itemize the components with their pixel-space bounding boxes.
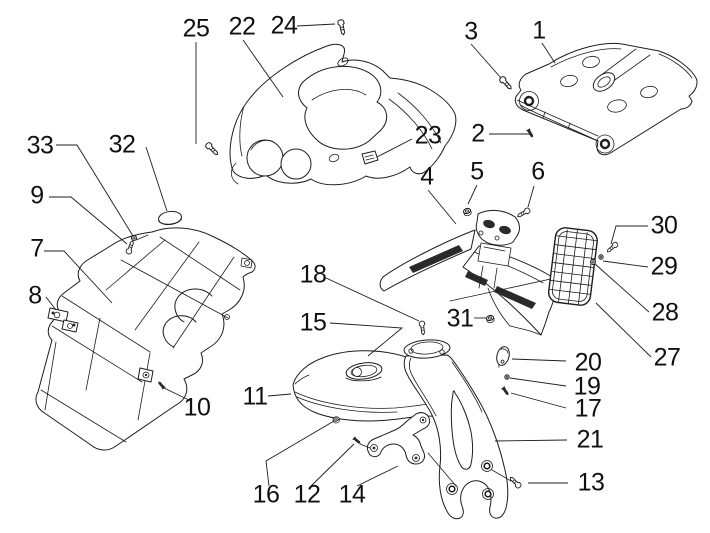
callout-7: 7	[30, 234, 44, 263]
leader-line-10	[161, 386, 192, 402]
part-bracket-8	[47, 307, 79, 333]
part-round-cap	[158, 210, 182, 226]
leader-line-8	[45, 296, 57, 311]
leader-line-22	[242, 39, 284, 98]
leader-line-19	[509, 377, 567, 387]
callout-11: 11	[242, 382, 268, 411]
leader-line-20	[511, 358, 567, 362]
leader-line-1	[541, 42, 556, 64]
leader-line-5	[467, 184, 478, 205]
callout-13: 13	[577, 468, 605, 497]
leader-line-32	[145, 146, 168, 212]
part-front-top-cover	[514, 42, 698, 156]
callout-31: 31	[446, 304, 474, 333]
part-support-bracket	[359, 412, 457, 487]
callout-2: 2	[471, 119, 485, 148]
callout-23: 23	[414, 121, 442, 150]
leader-line-28	[594, 263, 650, 313]
part-grille	[547, 227, 598, 306]
leader-line-23	[376, 138, 413, 158]
leader-line-14	[356, 465, 399, 487]
part-front-spoiler	[379, 209, 593, 336]
callout-4: 4	[420, 162, 434, 191]
callout-33: 33	[26, 131, 54, 160]
leader-line-11	[267, 393, 292, 397]
leader-line-18	[325, 277, 420, 322]
callout-6: 6	[531, 157, 545, 186]
leader-line-29	[602, 260, 649, 268]
leader-line-6	[527, 185, 535, 208]
leader-line-30	[610, 225, 648, 245]
callout-18: 18	[299, 260, 327, 289]
callout-15: 15	[299, 308, 327, 337]
screw-12-line	[359, 443, 371, 449]
callout-28: 28	[651, 298, 679, 327]
leader-line-9	[49, 196, 128, 245]
callout-5: 5	[470, 157, 484, 186]
leader-line-27	[595, 302, 652, 358]
part-handlebar-cover	[229, 43, 457, 186]
callout-20: 20	[574, 348, 602, 377]
callout-1: 1	[532, 16, 546, 45]
clip-fastener	[361, 150, 379, 165]
leader-line-33	[56, 144, 134, 237]
callout-22: 22	[228, 12, 256, 41]
callout-3: 3	[464, 17, 478, 46]
leader-line-16	[265, 420, 335, 487]
callout-25: 25	[182, 14, 210, 43]
callout-19: 19	[573, 372, 601, 401]
callout-16: 16	[252, 480, 280, 509]
leader-line-4	[427, 189, 457, 225]
leader-line-12	[310, 443, 355, 487]
bracket-mount-line	[427, 452, 457, 487]
callout-10: 10	[183, 393, 211, 422]
callout-14: 14	[338, 480, 366, 509]
callout-17: 17	[574, 394, 602, 423]
callout-27: 27	[653, 343, 681, 372]
callout-24: 24	[270, 11, 298, 40]
part-small-cap	[496, 346, 510, 368]
leader-line-21	[494, 439, 568, 442]
callout-32: 32	[108, 130, 136, 159]
callout-21: 21	[576, 425, 604, 454]
callout-29: 29	[650, 252, 678, 281]
part-fork-cover	[403, 339, 512, 520]
leader-line-3	[470, 43, 502, 79]
callout-12: 12	[293, 480, 321, 509]
callout-8: 8	[28, 281, 42, 310]
screw-13-line	[491, 469, 512, 482]
leader-line-24	[296, 23, 336, 27]
part-leg-shield	[35, 227, 256, 451]
leader-line-17	[510, 392, 567, 409]
leader-line-15	[329, 322, 404, 357]
callout-9: 9	[30, 181, 44, 210]
callout-30: 30	[650, 211, 678, 240]
leader-line-7	[44, 250, 113, 304]
